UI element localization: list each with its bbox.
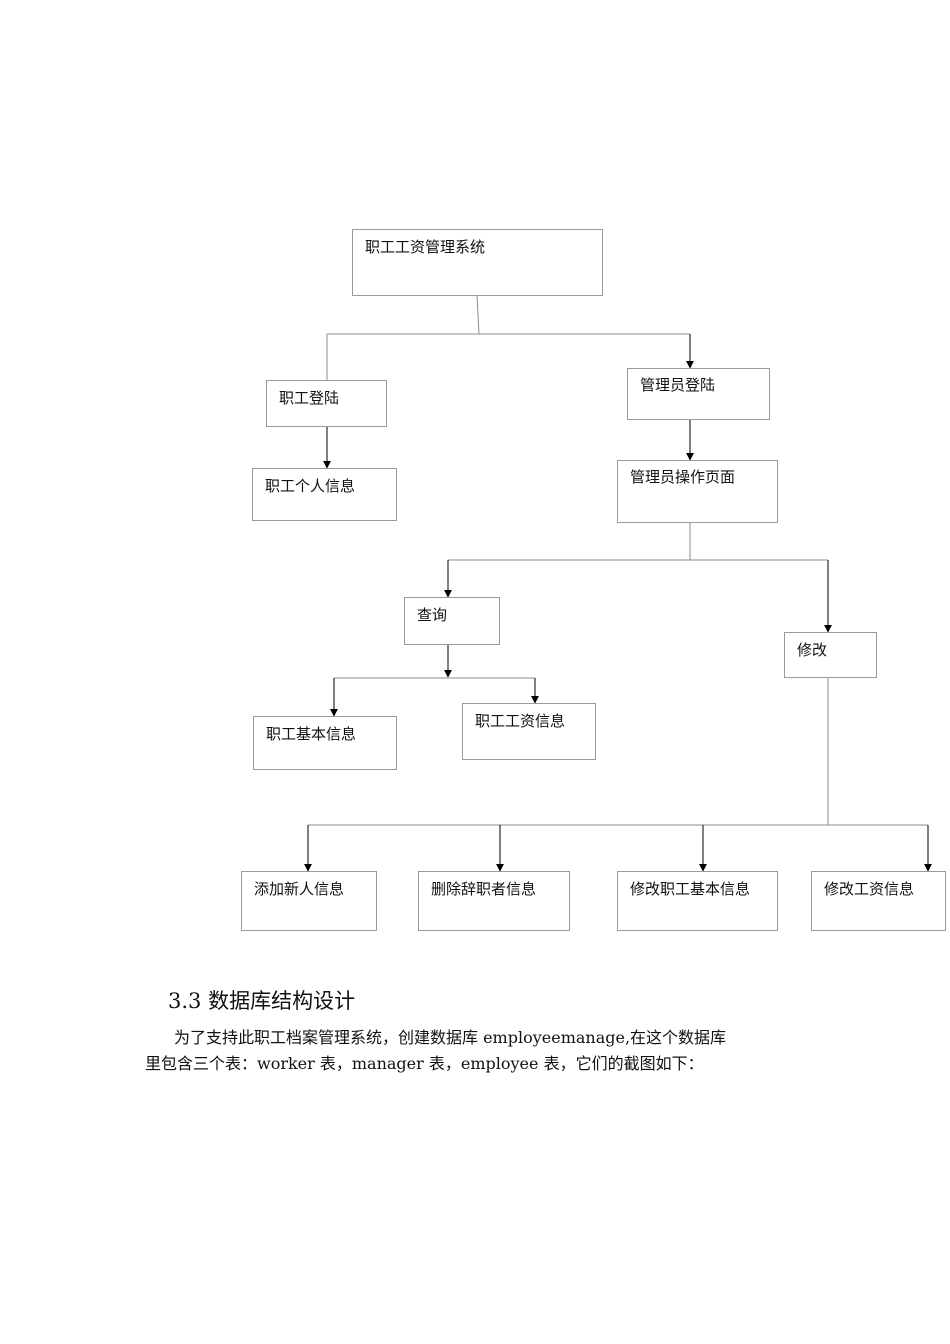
node-modify-salary-label: 修改工资信息 — [824, 880, 915, 898]
node-query: 查询 — [404, 597, 500, 645]
node-basic-info: 职工基本信息 — [253, 716, 397, 770]
node-staff-login: 职工登陆 — [266, 380, 387, 427]
node-modify-salary: 修改工资信息 — [811, 871, 946, 931]
node-admin-page-label: 管理员操作页面 — [630, 468, 736, 486]
node-add-new: 添加新人信息 — [241, 871, 377, 931]
node-staff-info: 职工个人信息 — [252, 468, 397, 521]
node-admin-login-label: 管理员登陆 — [640, 376, 716, 394]
node-basic-info-label: 职工基本信息 — [266, 725, 357, 743]
paragraph-line-2: 里包含三个表：worker 表，manager 表，employee 表，它们的… — [145, 1054, 704, 1073]
paragraph-line-1: 为了支持此职工档案管理系统，创建数据库 employeemanage,在这个数据… — [174, 1028, 727, 1047]
node-salary-info-label: 职工工资信息 — [475, 712, 566, 730]
node-staff-login-label: 职工登陆 — [279, 389, 340, 407]
node-salary-info: 职工工资信息 — [462, 703, 596, 760]
connector-root — [476, 295, 480, 335]
node-query-label: 查询 — [417, 606, 448, 624]
node-staff-info-label: 职工个人信息 — [265, 477, 356, 495]
node-add-new-label: 添加新人信息 — [254, 880, 345, 898]
node-admin-page: 管理员操作页面 — [617, 460, 778, 523]
flow-connectors — [304, 295, 932, 872]
node-admin-login: 管理员登陆 — [627, 368, 770, 420]
node-modify-basic: 修改职工基本信息 — [617, 871, 778, 931]
node-modify: 修改 — [784, 632, 877, 678]
node-root-label: 职工工资管理系统 — [365, 238, 486, 256]
node-delete-resigned: 删除辞职者信息 — [418, 871, 570, 931]
node-root: 职工工资管理系统 — [352, 229, 603, 296]
node-delete-resigned-label: 删除辞职者信息 — [431, 880, 537, 898]
node-modify-label: 修改 — [797, 641, 828, 659]
section-heading: 3.3 数据库结构设计 — [168, 989, 356, 1013]
node-modify-basic-label: 修改职工基本信息 — [630, 880, 751, 898]
